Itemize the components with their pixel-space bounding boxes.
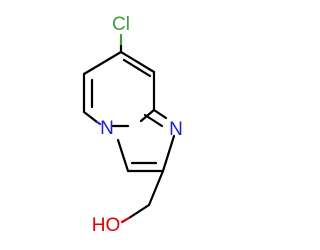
bond-c8a-n1-double bbox=[143, 113, 164, 128]
bond-c8a-n1 bbox=[152, 108, 168, 120]
bond-c3-n4 bbox=[116, 138, 130, 173]
atom-labels: Cl N N HO bbox=[92, 14, 183, 236]
hydroxyl-group-label: HO bbox=[92, 215, 121, 236]
bond-c5-n4-colored bbox=[95, 120, 102, 126]
bridge-nitrogen-atom-label: N bbox=[100, 118, 114, 139]
bonds bbox=[82, 33, 176, 224]
bond-c2-ch2 bbox=[147, 169, 165, 207]
bond-n1-c2 bbox=[161, 134, 176, 173]
bond-ch2-o-colored bbox=[120, 216, 131, 224]
bond-c7-c6 bbox=[82, 50, 123, 76]
bond-c7-c8-double bbox=[122, 58, 152, 78]
bond-ch2-o bbox=[127, 203, 151, 220]
bond-c7-c8 bbox=[119, 50, 156, 74]
molecule-structure-diagram: Cl N N HO bbox=[82, 14, 183, 236]
chlorine-atom-label: Cl bbox=[112, 14, 130, 35]
bond-c5-n4 bbox=[82, 110, 99, 124]
ring-nitrogen-atom-label: N bbox=[169, 119, 183, 140]
